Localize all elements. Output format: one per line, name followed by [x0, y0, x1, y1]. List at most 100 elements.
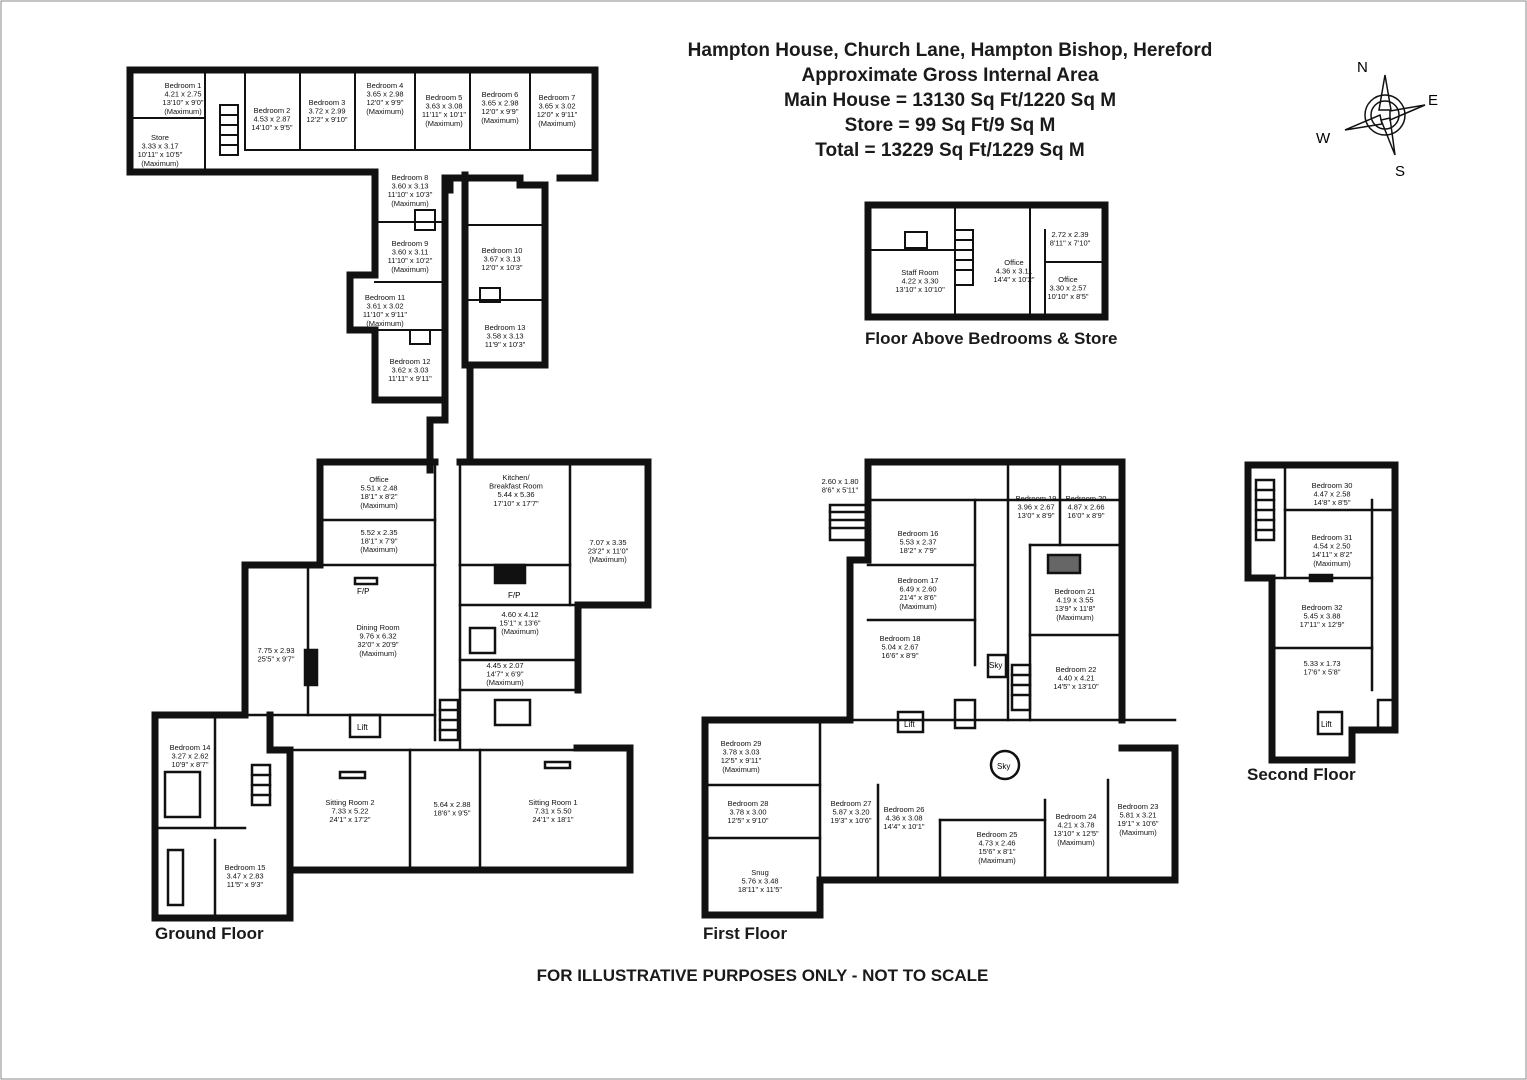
room-label-line: Bedroom 7: [539, 93, 576, 102]
room-label-line: 14'7" x 6'9": [487, 670, 524, 679]
compass-w: W: [1316, 130, 1331, 147]
room-label-line: 11'11" x 10'1": [422, 110, 467, 119]
room-label-line: 14'11" x 8'2": [1312, 550, 1353, 559]
room-label-line: 3.65 x 3.02: [538, 102, 575, 111]
room-label-line: 3.65 x 2.98: [366, 90, 403, 99]
room-label-line: (Maximum): [1313, 559, 1351, 568]
room-label-line: 8'11" x 7'10": [1050, 239, 1091, 248]
room-label-line: 4.60 x 4.12: [501, 610, 538, 619]
room-label-line: Bedroom 31: [1312, 533, 1353, 542]
room-label-line: 13'10" x 9'0": [162, 98, 203, 107]
room-label-line: 12'0" x 9'11": [537, 110, 578, 119]
room-label-line: (Maximum): [722, 765, 760, 774]
room-label-line: 2.72 x 2.39: [1051, 230, 1088, 239]
room-label-line: (Maximum): [366, 107, 404, 116]
room-label-line: Bedroom 22: [1056, 665, 1097, 674]
room-label-line: (Maximum): [141, 159, 179, 168]
room-label-line: 11'5" x 9'3": [227, 880, 264, 889]
room-label-line: 10'11" x 10'5": [138, 150, 183, 159]
room-label-line: 4.36 x 3.08: [885, 814, 922, 823]
fireplace-marker-kitchen: F/P: [508, 591, 520, 600]
room-label-line: 5.44 x 5.36: [497, 490, 534, 499]
second-floor-label: Second Floor: [1247, 765, 1356, 784]
room-label-line: Bedroom 16: [898, 529, 939, 538]
room-label-line: (Maximum): [1119, 828, 1157, 837]
first-floor-label: First Floor: [703, 924, 788, 943]
room-label-line: Bedroom 30: [1312, 481, 1353, 490]
room-label-line: Snug: [751, 868, 769, 877]
room-label-line: Store: [151, 133, 169, 142]
room-label-line: (Maximum): [359, 649, 397, 658]
room-label-line: 10'9" x 8'7": [172, 760, 209, 769]
room-label-line: 3.27 x 2.62: [171, 752, 208, 761]
room-label-line: 18'2" x 7'9": [900, 546, 937, 555]
compass-s: S: [1395, 163, 1405, 180]
room-label-line: 3.72 x 2.99: [308, 107, 345, 116]
lift-marker-first: Lift: [904, 720, 915, 729]
room-label-line: 5.51 x 2.48: [360, 484, 397, 493]
room-label-line: 5.33 x 1.73: [1303, 659, 1340, 668]
room-label-line: 5.64 x 2.88: [433, 800, 470, 809]
room-label-line: 21'4" x 8'6": [900, 593, 937, 602]
room-label-line: 4.21 x 3.78: [1057, 821, 1094, 830]
room-label-line: Bedroom 8: [392, 173, 429, 182]
room-label-line: 4.73 x 2.46: [978, 839, 1015, 848]
compass-rose-icon: [1344, 74, 1426, 156]
room-label-line: 13'10" x 10'10": [895, 285, 945, 294]
room-label-line: 32'0" x 20'9": [357, 640, 398, 649]
room-label-line: 10'10" x 8'5": [1047, 292, 1088, 301]
room-label-line: (Maximum): [164, 107, 202, 116]
room-label-line: Bedroom 9: [392, 239, 429, 248]
room-label-line: (Maximum): [589, 555, 627, 564]
room-label-line: 7.33 x 5.22: [331, 807, 368, 816]
room-label-line: (Maximum): [1056, 613, 1094, 622]
room-label-line: 11'10" x 9'11": [363, 310, 408, 319]
compass-e: E: [1428, 92, 1438, 109]
room-label-line: 19'3" x 10'6": [830, 816, 871, 825]
room-label-line: Sitting Room 1: [528, 798, 577, 807]
room-label-line: Office: [369, 475, 388, 484]
room-label-line: 23'2" x 11'0": [588, 547, 629, 556]
compass-n: N: [1357, 59, 1368, 76]
room-label-line: (Maximum): [899, 602, 937, 611]
room-label-line: 17'6" x 5'8": [1304, 668, 1341, 677]
room-label-line: 11'9" x 10'3": [485, 340, 526, 349]
room-label-line: 18'1" x 8'2": [361, 492, 398, 501]
room-label-line: 14'8" x 8'5": [1314, 498, 1351, 507]
ground-floor-label: Ground Floor: [155, 924, 264, 943]
room-label-line: Bedroom 12: [390, 357, 431, 366]
room-label-line: 18'1" x 7'9": [361, 537, 398, 546]
room-label-line: 12'2" x 9'10": [306, 115, 347, 124]
room-label-line: 11'10" x 10'2": [388, 256, 433, 265]
room-label-line: Bedroom 25: [977, 830, 1018, 839]
room-label-line: Bedroom 14: [170, 743, 211, 752]
room-label-line: 3.33 x 3.17: [141, 142, 178, 151]
room-label-line: Breakfast Room: [489, 482, 543, 491]
room-label-line: 9.76 x 6.32: [359, 632, 396, 641]
room-label-line: 5.81 x 3.21: [1119, 811, 1156, 820]
sky-marker-1: Sky: [989, 661, 1002, 670]
